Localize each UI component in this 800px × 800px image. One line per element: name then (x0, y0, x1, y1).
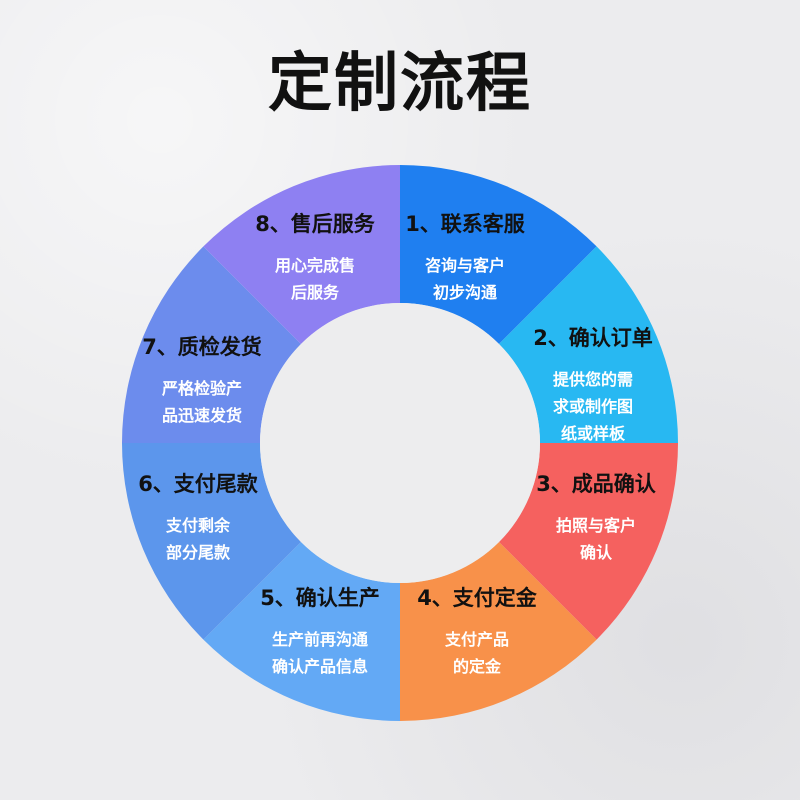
step-description-line: 的定金 (452, 657, 501, 676)
step-description-line: 品迅速发货 (161, 406, 242, 425)
step-heading: 3、成品确认 (536, 472, 656, 496)
ring-segment-2 (498, 246, 678, 443)
step-7: 7、质检发货严格检验产品迅速发货 (117, 331, 287, 429)
step-heading: 2、确认订单 (533, 326, 653, 350)
step-description-line: 咨询与客户 (424, 256, 505, 275)
step-description-line: 拍照与客户 (555, 516, 636, 535)
step-description-line: 确认 (579, 543, 612, 562)
ring-segment-5 (203, 541, 400, 721)
step-description-line: 严格检验产 (161, 379, 242, 398)
ring-segment-1 (400, 165, 597, 345)
step-4: 4、支付定金支付产品的定金 (392, 582, 562, 680)
step-description-line: 求或制作图 (552, 397, 633, 416)
ring-segment-6 (122, 443, 302, 640)
step-description-line: 纸或样板 (560, 424, 625, 443)
step-description-line: 用心完成售 (274, 256, 355, 275)
step-description-line: 生产前再沟通 (271, 630, 368, 649)
step-heading: 5、确认生产 (260, 586, 380, 610)
step-heading: 4、支付定金 (417, 586, 537, 610)
step-description-line: 确认产品信息 (271, 657, 368, 676)
step-heading: 6、支付尾款 (138, 472, 258, 496)
page-title: 定制流程 (268, 47, 532, 121)
step-heading: 8、售后服务 (255, 212, 375, 236)
step-2: 2、确认订单提供您的需求或制作图纸或样板 (508, 322, 678, 447)
step-description-line: 部分尾款 (165, 543, 230, 562)
step-description-line: 提供您的需 (552, 370, 633, 389)
ring-segment-7 (122, 246, 302, 443)
ring-segment-8 (203, 165, 400, 345)
ring-segment-3 (498, 443, 678, 640)
step-description-line: 支付产品 (444, 630, 509, 649)
step-6: 6、支付尾款支付剩余部分尾款 (113, 468, 283, 566)
step-8: 8、售后服务用心完成售后服务 (230, 208, 400, 306)
step-1: 1、联系客服咨询与客户初步沟通 (380, 208, 550, 306)
step-3: 3、成品确认拍照与客户确认 (511, 468, 681, 566)
ring-hole (260, 303, 540, 583)
step-heading: 7、质检发货 (142, 335, 262, 359)
step-5: 5、确认生产生产前再沟通确认产品信息 (235, 582, 405, 680)
step-description-line: 初步沟通 (432, 283, 497, 302)
step-heading: 1、联系客服 (405, 212, 525, 236)
step-description-line: 后服务 (290, 283, 339, 302)
ring-segment-4 (400, 541, 597, 721)
step-description-line: 支付剩余 (165, 516, 230, 535)
